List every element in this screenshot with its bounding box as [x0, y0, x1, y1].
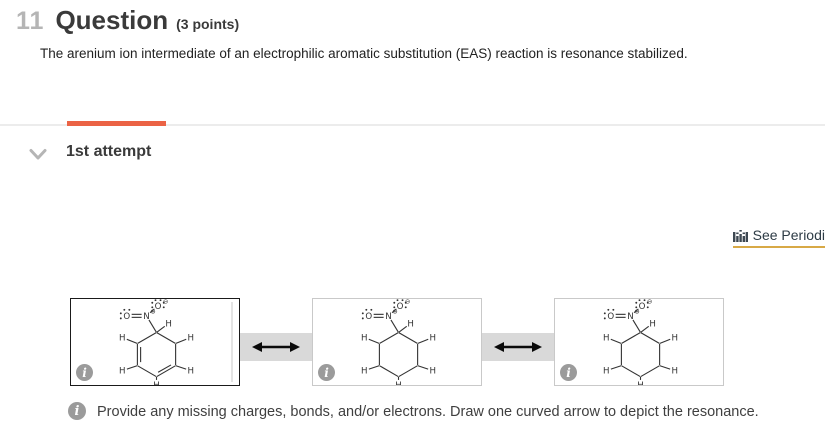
info-icon[interactable]: i: [68, 402, 86, 420]
question-points: (3 points): [176, 16, 240, 32]
svg-text:H: H: [407, 319, 414, 329]
info-icon[interactable]: i: [76, 364, 93, 381]
svg-text:H: H: [395, 381, 402, 385]
resonance-arrow-band-2: [482, 333, 554, 361]
resonance-arrow-icon: [494, 342, 542, 352]
instruction-text: Provide any missing charges, bonds, and/…: [97, 404, 759, 420]
scrollbar[interactable]: [231, 302, 233, 382]
question-title: Question: [55, 5, 169, 35]
info-glyph: i: [74, 403, 80, 419]
attempt-heading: 1st attempt: [66, 143, 152, 160]
accent-bar: [67, 121, 166, 126]
question-number: 11: [16, 7, 45, 35]
svg-text:H: H: [153, 381, 160, 385]
svg-text:O: O: [397, 302, 404, 312]
svg-text:H: H: [603, 333, 610, 343]
svg-text:H: H: [187, 367, 194, 377]
svg-text:H: H: [649, 319, 656, 329]
svg-text:H: H: [119, 333, 126, 343]
svg-text:O: O: [365, 312, 372, 322]
svg-text:H: H: [361, 333, 368, 343]
chevron-down-icon[interactable]: [28, 148, 48, 161]
resonance-arrow-icon: [252, 342, 300, 352]
svg-text:H: H: [429, 367, 436, 377]
svg-text:N: N: [627, 312, 633, 322]
instruction-row: i Provide any missing charges, bonds, an…: [68, 402, 759, 420]
question-prompt: The arenium ion intermediate of an elect…: [40, 46, 688, 61]
svg-text:H: H: [671, 367, 678, 377]
svg-text:N: N: [385, 312, 391, 322]
info-glyph: i: [566, 365, 571, 380]
resonance-structures-row: HHHHHHN⊕OO⊖ i HHHHHHN⊕OO⊖ i: [70, 298, 724, 386]
see-periodic-table-label: See Periodi: [752, 227, 825, 243]
svg-text:H: H: [165, 319, 172, 329]
svg-text:⊖: ⊖: [405, 299, 410, 305]
info-icon[interactable]: i: [560, 364, 577, 381]
svg-text:⊕: ⊕: [150, 307, 155, 315]
svg-text:H: H: [671, 333, 678, 343]
svg-text:O: O: [155, 302, 162, 312]
section-divider: [0, 124, 825, 126]
svg-text:H: H: [429, 333, 436, 343]
molecule-structure-3[interactable]: HHHHHHN⊕OO⊖: [555, 299, 723, 385]
question-header: 11 Question (3 points): [16, 5, 239, 36]
svg-text:H: H: [603, 367, 610, 377]
info-glyph: i: [324, 365, 329, 380]
svg-text:H: H: [187, 333, 194, 343]
structure-box-1[interactable]: HHHHHHN⊕OO⊖ i: [70, 298, 240, 386]
see-periodic-table-link[interactable]: See Periodi: [732, 227, 825, 248]
molecule-structure-2[interactable]: HHHHHHN⊕OO⊖: [313, 299, 481, 385]
resonance-arrow-band-1: [240, 333, 312, 361]
info-glyph: i: [82, 365, 87, 380]
svg-text:O: O: [607, 312, 614, 322]
molecule-structure-1[interactable]: HHHHHHN⊕OO⊖: [71, 299, 239, 385]
svg-text:⊕: ⊕: [634, 307, 639, 315]
svg-text:⊖: ⊖: [163, 299, 168, 305]
svg-text:H: H: [119, 367, 126, 377]
svg-text:⊖: ⊖: [647, 299, 652, 305]
svg-text:H: H: [361, 367, 368, 377]
svg-text:O: O: [639, 302, 646, 312]
svg-text:O: O: [123, 312, 130, 322]
structure-box-3[interactable]: HHHHHHN⊕OO⊖ i: [554, 298, 724, 386]
svg-text:N: N: [143, 312, 149, 322]
periodic-table-icon: [732, 229, 748, 242]
svg-text:⊕: ⊕: [392, 307, 397, 315]
structure-box-2[interactable]: HHHHHHN⊕OO⊖ i: [312, 298, 482, 386]
svg-text:H: H: [637, 381, 644, 385]
info-icon[interactable]: i: [318, 364, 335, 381]
